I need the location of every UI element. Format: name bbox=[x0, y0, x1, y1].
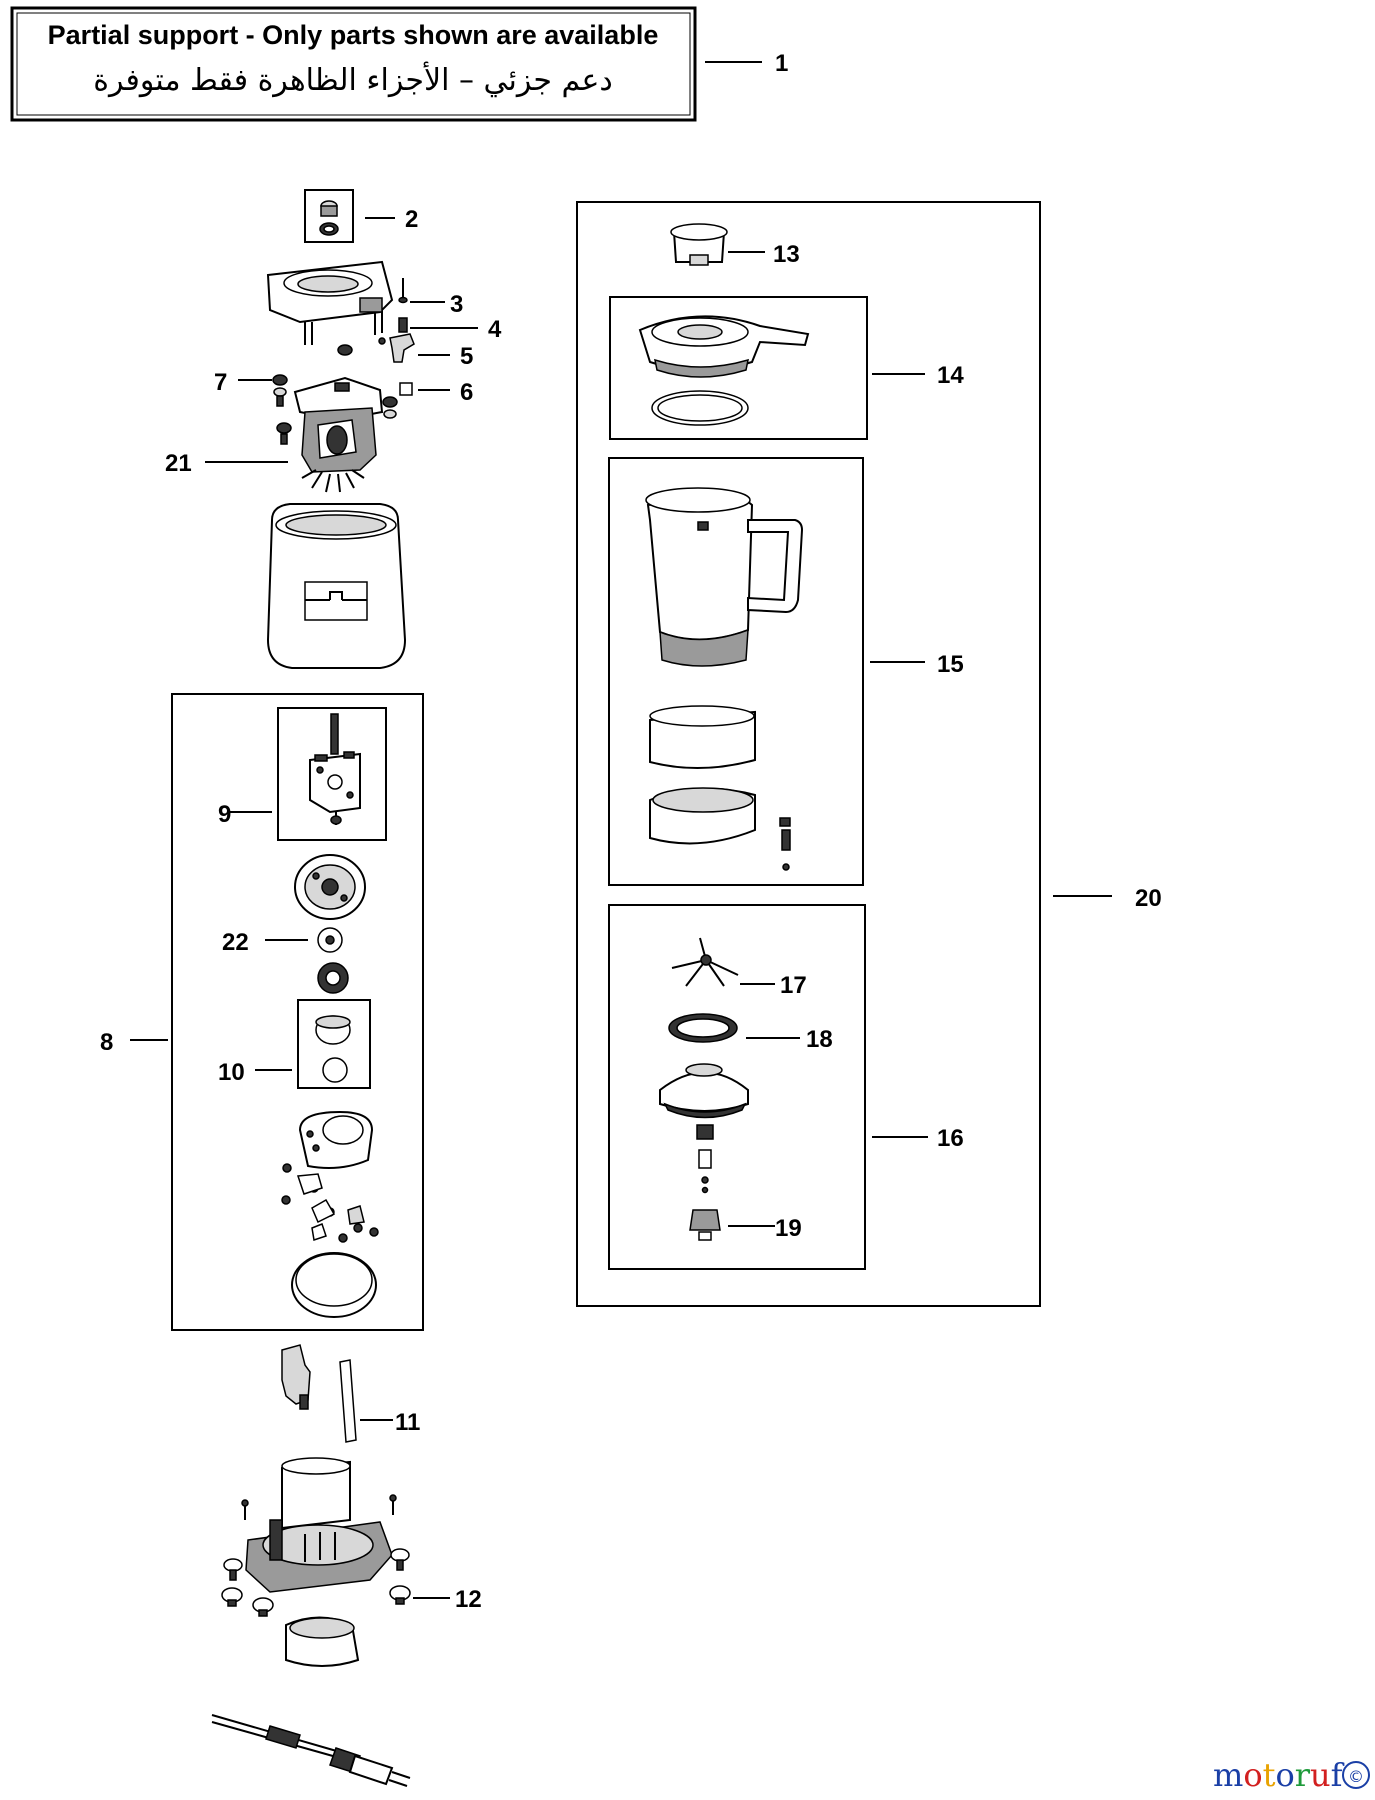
copyright-icon bbox=[1342, 1761, 1370, 1789]
callout-7: 7 bbox=[214, 369, 227, 396]
part-14-lid-and-seal: 14 bbox=[609, 296, 964, 440]
callout-15: 15 bbox=[937, 651, 964, 678]
callout-13: 13 bbox=[773, 241, 800, 268]
parts-3-6-small-hardware: 3 4 5 6 bbox=[378, 278, 502, 406]
copyright-symbol: © bbox=[1348, 1767, 1364, 1786]
callout-9: 9 bbox=[218, 801, 231, 828]
part-15-jar: 15 bbox=[608, 457, 964, 886]
callout-21: 21 bbox=[165, 450, 192, 477]
part-21-motor-assembly: 7 21 bbox=[165, 344, 398, 493]
callout-6: 6 bbox=[460, 379, 473, 406]
callout-22: 22 bbox=[222, 929, 249, 956]
header-notice: Partial support - Only parts shown are a… bbox=[10, 6, 788, 122]
callout-3: 3 bbox=[450, 291, 463, 318]
callout-4: 4 bbox=[488, 316, 502, 343]
part-12-base-and-feet: 12 bbox=[221, 1457, 482, 1667]
callout-14: 14 bbox=[937, 362, 964, 389]
callout-8: 8 bbox=[100, 1029, 113, 1056]
part-8-control-group: 8 9 22 10 bbox=[100, 693, 424, 1331]
callout-17: 17 bbox=[780, 972, 807, 999]
callout-19: 19 bbox=[775, 1215, 802, 1242]
callout-20: 20 bbox=[1135, 885, 1162, 912]
callout-5: 5 bbox=[460, 343, 473, 370]
callout-12: 12 bbox=[455, 1586, 482, 1613]
part-20-jar-assembly-group: 20 bbox=[576, 201, 1162, 1307]
callout-2: 2 bbox=[405, 206, 418, 233]
header-title-en: Partial support - Only parts shown are a… bbox=[48, 20, 659, 50]
part-11-switch-plate: 11 bbox=[281, 1344, 420, 1443]
power-cord bbox=[211, 1714, 411, 1787]
watermark-logo: motoruf © bbox=[1213, 1756, 1370, 1794]
callout-18: 18 bbox=[806, 1026, 833, 1053]
callout-16: 16 bbox=[937, 1125, 964, 1152]
callout-1: 1 bbox=[775, 50, 788, 77]
motor-top-frame bbox=[266, 260, 394, 345]
part-2-coupling: 2 bbox=[304, 189, 418, 243]
callout-10: 10 bbox=[218, 1059, 245, 1086]
header-title-ar: دعم جزئي – الأجزاء الظاهرة فقط متوفرة bbox=[93, 60, 612, 98]
part-13-lid-cap: 13 bbox=[670, 223, 800, 268]
callout-11: 11 bbox=[395, 1409, 420, 1436]
motor-housing bbox=[266, 503, 407, 669]
watermark-text: motoruf bbox=[1213, 1756, 1345, 1794]
part-16-blade-assembly: 17 18 19 16 bbox=[608, 904, 964, 1270]
